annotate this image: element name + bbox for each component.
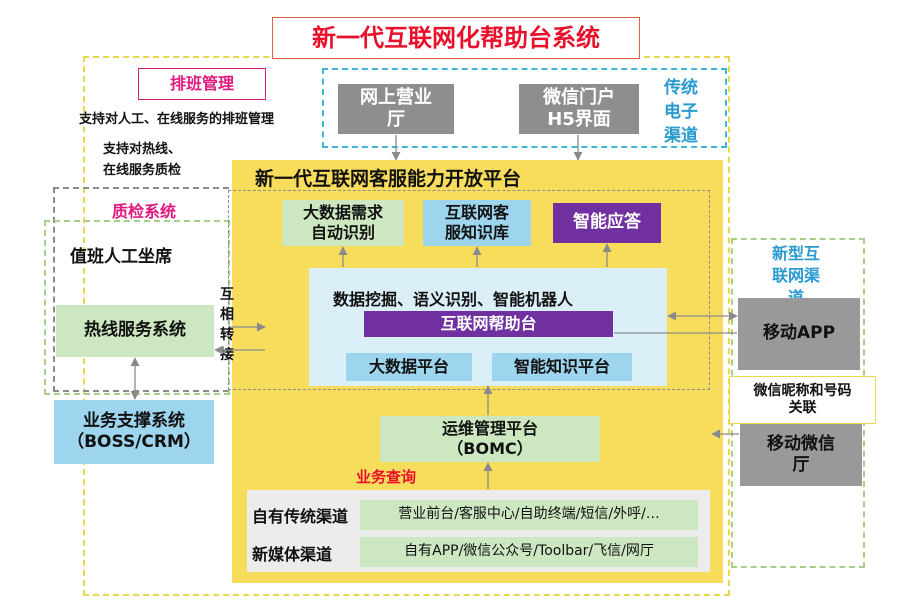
wechat-portal-box: 微信门户 H5界面 [519,84,639,134]
knowledge-base-line1: 互联网客 [444,203,509,222]
scheduling-label: 排班管理 [138,68,266,100]
bigdata-platform-box: 大数据平台 [346,353,472,381]
wechat-portal-line1: 微信门户 [543,86,615,108]
knowledge-base-line2: 服知识库 [444,223,509,242]
hotline-system-box: 热线服务系统 [56,305,214,357]
new-media-list-box: 自有APP/微信公众号/Toolbar/飞信/网厅 [360,537,698,567]
traditional-channels-frame [322,68,727,148]
internet-helpdesk-box: 互联网帮助台 [364,311,613,337]
transfer-char: 互 [220,287,234,303]
qc-description-line1: 支持对热线、 [103,142,182,157]
platform-inner-frame [228,190,710,390]
boss-crm-box: 业务支撑系统 （BOSS/CRM） [54,400,214,464]
wechat-portal-line2: H5界面 [547,109,611,130]
transfer-label: 互 相 转 接 [219,285,235,365]
mobile-wechat-line1: 移动微信 [767,433,835,454]
mobile-wechat-line2: 厅 [792,455,810,475]
traditional-channels-label-line: 传统 [664,78,698,98]
knowledge-base-box: 互联网客 服知识库 [423,200,531,246]
qc-description-line2: 在线服务质检 [103,163,182,178]
bigdata-recognition-line2: 自动识别 [310,223,375,242]
traditional-channels-label-line: 渠道 [664,126,698,146]
mobile-wechat-box: 移动微信 厅 [740,424,862,486]
knowledge-platform-box: 智能知识平台 [492,353,632,381]
transfer-char: 相 [220,307,234,323]
new-channels-label-line: 联网渠 [772,266,821,285]
bomc-line1: 运维管理平台 [441,419,538,438]
web-hall-line2: 厅 [387,109,405,130]
mobile-app-box: 移动APP [738,298,860,370]
wechat-binding-line2: 关联 [788,400,817,416]
traditional-channels-label: 传统 电子 渠道 [664,76,698,148]
web-hall-line1: 网上营业 [360,86,432,108]
web-hall-box: 网上营业 厅 [338,84,454,134]
new-media-label: 新媒体渠道 [252,545,333,564]
bomc-line2: （BOMC） [447,439,533,458]
transfer-char: 转 [220,327,234,343]
own-channels-list-box: 营业前台/客服中心/自助终端/短信/外呼/… [360,500,698,530]
qc-system-label: 质检系统 [112,202,177,221]
new-channels-label-line: 新型互 [772,244,821,263]
bigdata-recognition-box: 大数据需求 自动识别 [282,200,404,246]
own-channels-label: 自有传统渠道 [252,507,349,526]
business-query-label: 业务查询 [356,468,417,486]
bomc-box: 运维管理平台 （BOMC） [380,416,600,462]
bigdata-recognition-line1: 大数据需求 [302,203,383,222]
traditional-channels-label-line: 电子 [664,102,698,122]
scheduling-description: 支持对人工、在线服务的排班管理 [79,112,275,127]
wechat-binding-box: 微信昵称和号码 关联 [729,376,876,424]
duty-seats-label: 值班人工坐席 [70,247,172,267]
platform-title: 新一代互联网客服能力开放平台 [255,168,522,190]
smart-answer-box: 智能应答 [553,203,661,243]
boss-crm-line2: （BOSS/CRM） [67,432,201,452]
wechat-binding-line1: 微信昵称和号码 [753,382,852,399]
transfer-char: 接 [220,347,234,363]
diagram-title: 新一代互联网化帮助台系统 [272,17,640,59]
mining-label: 数据挖掘、语义识别、智能机器人 [333,290,574,309]
boss-crm-line1: 业务支撑系统 [83,410,185,431]
